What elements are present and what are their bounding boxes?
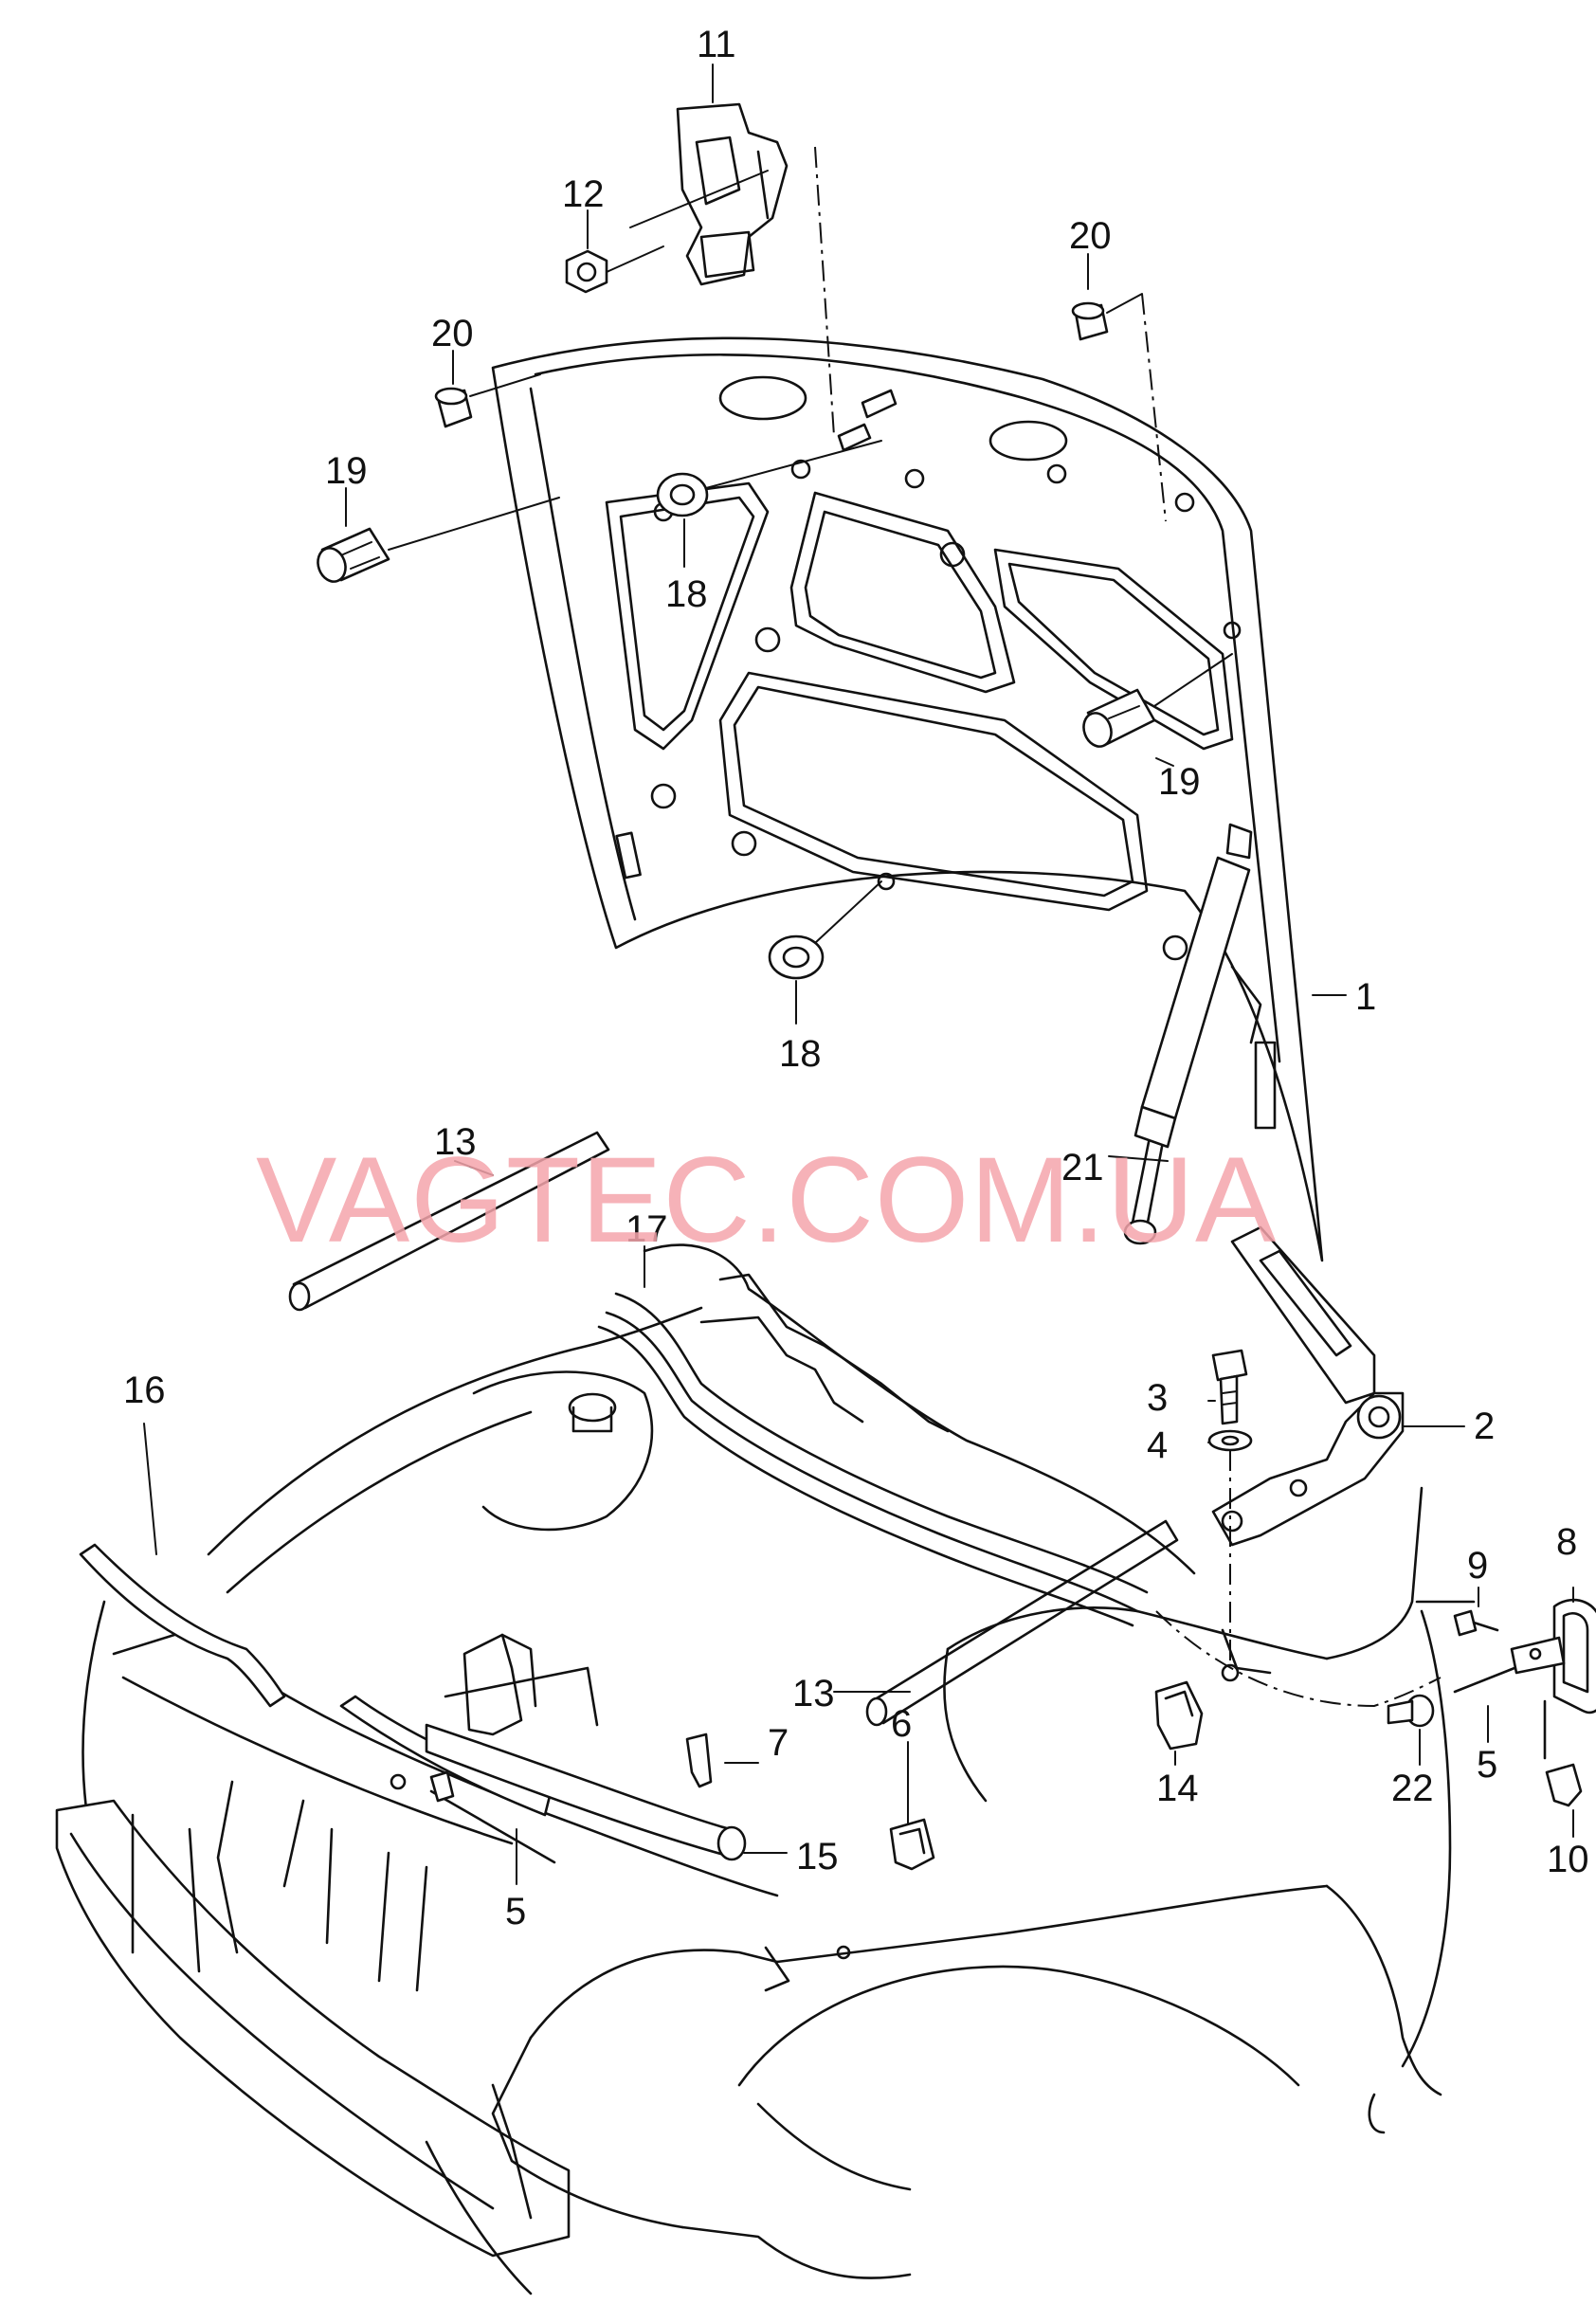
cable-part-5-left (429, 1770, 556, 1864)
callout-10: 10 (1547, 1839, 1589, 1880)
leader-lines (143, 63, 1574, 1885)
callout-20-left: 20 (431, 313, 474, 354)
callout-8: 8 (1556, 1521, 1577, 1563)
callout-14: 14 (1156, 1768, 1199, 1809)
bonnet-lock-part-11 (629, 102, 835, 437)
callout-17: 17 (626, 1208, 668, 1250)
hinge-part-2 (1211, 1225, 1465, 1547)
callout-21: 21 (1061, 1147, 1104, 1188)
callout-11: 11 (697, 24, 736, 65)
callout-12: 12 (562, 173, 605, 215)
callout-5-right: 5 (1477, 1744, 1497, 1786)
seal-rod-part-13-upper (288, 1131, 610, 1312)
release-lever-part-8 (1453, 1598, 1596, 1760)
grommet-part-18-lower (768, 880, 882, 980)
callout-22: 22 (1391, 1768, 1434, 1809)
callout-13-lower: 13 (792, 1673, 835, 1714)
bracket-part-14 (1154, 1680, 1204, 1751)
callout-15: 15 (796, 1836, 839, 1878)
callout-20-right: 20 (1069, 215, 1112, 257)
buffer-part-19-right (1082, 653, 1233, 748)
buffer-part-20-right (1071, 293, 1167, 522)
front-body-structure (55, 1243, 1476, 2295)
buffer-part-19-left (317, 497, 560, 583)
callout-13-upper: 13 (434, 1121, 477, 1163)
callout-18-lower: 18 (779, 1033, 822, 1075)
grommet-part-18-upper (656, 440, 882, 517)
callout-4: 4 (1147, 1424, 1168, 1466)
nut-part-12 (565, 245, 664, 294)
callout-3: 3 (1147, 1377, 1168, 1419)
callout-18-upper: 18 (665, 573, 708, 615)
callout-2: 2 (1474, 1406, 1495, 1447)
callout-labels: 11 12 20 20 19 18 19 1 18 21 13 17 16 3 … (123, 24, 1589, 1932)
callout-9: 9 (1467, 1545, 1488, 1587)
bonnet-panel (491, 336, 1324, 1262)
callout-16: 16 (123, 1370, 166, 1411)
callout-5-left: 5 (505, 1891, 526, 1932)
seal-part-16 (79, 1543, 747, 1861)
callout-6: 6 (891, 1703, 912, 1745)
callout-19-left: 19 (325, 450, 368, 492)
clip-part-7 (685, 1733, 759, 1788)
holder-part-6 (889, 1818, 935, 1871)
clip-part-10 (1545, 1763, 1583, 1807)
pins (837, 389, 898, 452)
buffer-part-20-left (434, 373, 541, 428)
seal-rod-part-13-lower (865, 1519, 1179, 1727)
callout-1: 1 (1355, 976, 1376, 1018)
bolt-part-3 (1211, 1349, 1248, 1425)
callout-19-right: 19 (1158, 761, 1201, 803)
watermark-text: VAGTEC.COM.UA (256, 1133, 1277, 1268)
screw-part-22 (1387, 1694, 1435, 1728)
screw-part-9 (1453, 1609, 1499, 1637)
callout-7: 7 (768, 1722, 789, 1764)
gas-strut-part-21 (1123, 823, 1253, 1245)
washer-part-4 (1207, 1429, 1253, 1452)
